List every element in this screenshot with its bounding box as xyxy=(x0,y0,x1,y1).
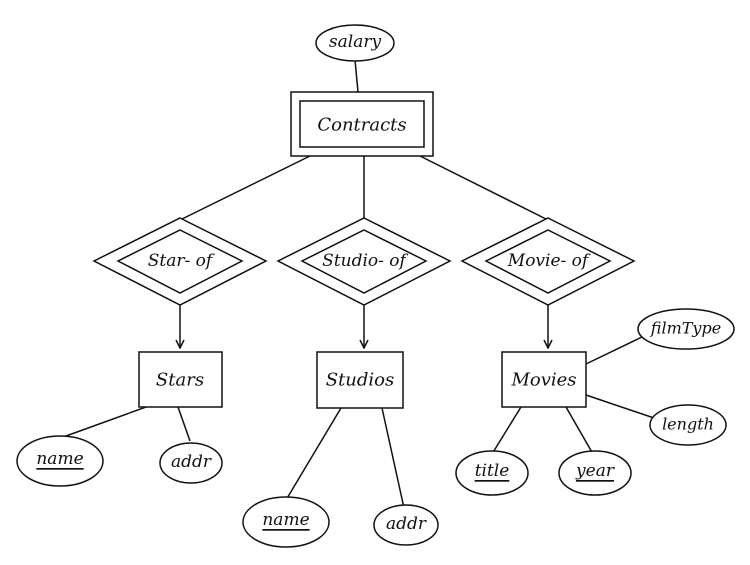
line-movies-length xyxy=(585,394,655,419)
attribute-studios-name-label: name xyxy=(262,510,309,530)
attribute-movies-year: year xyxy=(558,450,632,496)
attribute-movies-filmtype-label: filmType xyxy=(650,319,721,338)
relationship-movie-of: Movie- of xyxy=(460,217,636,306)
relationship-studio-of: Studio- of xyxy=(276,217,452,306)
attribute-movies-length: length xyxy=(649,404,727,446)
attribute-studios-name: name xyxy=(242,496,330,548)
entity-studios-label: Studios xyxy=(326,370,395,391)
attribute-studios-addr-label: addr xyxy=(386,514,427,534)
attribute-movies-year-label: year xyxy=(575,461,615,481)
connectors xyxy=(65,59,655,509)
attribute-movies-filmtype: filmType xyxy=(637,308,735,350)
relationship-star-of: Star- of xyxy=(92,217,268,306)
line-movies-year xyxy=(565,406,594,455)
entity-stars: Stars xyxy=(138,351,223,408)
relationship-studio-of-label: Studio- of xyxy=(322,251,408,271)
line-stars-name xyxy=(65,406,147,437)
entity-contracts: Contracts xyxy=(290,91,434,157)
attribute-movies-length-label: length xyxy=(662,415,714,434)
attribute-salary-label: salary xyxy=(329,32,382,52)
line-movies-title xyxy=(491,406,522,455)
line-studios-addr xyxy=(381,407,405,509)
line-movies-filmtype xyxy=(585,335,645,365)
entity-studios: Studios xyxy=(316,351,404,409)
entity-stars-label: Stars xyxy=(156,370,204,391)
attribute-movies-title: title xyxy=(455,450,529,496)
line-contracts-movieof xyxy=(417,154,549,221)
attribute-stars-addr: addr xyxy=(159,442,223,484)
entity-movies: Movies xyxy=(501,351,587,408)
line-salary-contracts xyxy=(354,59,359,93)
line-stars-addr xyxy=(177,406,191,442)
line-contracts-starof xyxy=(179,154,313,221)
attribute-stars-name-label: name xyxy=(36,449,83,469)
line-studios-name xyxy=(285,407,342,501)
relationship-star-of-label: Star- of xyxy=(148,251,215,271)
entity-contracts-label: Contracts xyxy=(317,115,406,136)
relationship-movie-of-label: Movie- of xyxy=(507,251,591,271)
attribute-stars-name: name xyxy=(16,435,104,487)
attribute-movies-title-label: title xyxy=(475,461,510,481)
attribute-salary: salary xyxy=(315,24,395,62)
attribute-studios-addr: addr xyxy=(373,504,439,546)
entity-movies-label: Movies xyxy=(510,370,576,391)
attribute-stars-addr-label: addr xyxy=(171,452,212,472)
